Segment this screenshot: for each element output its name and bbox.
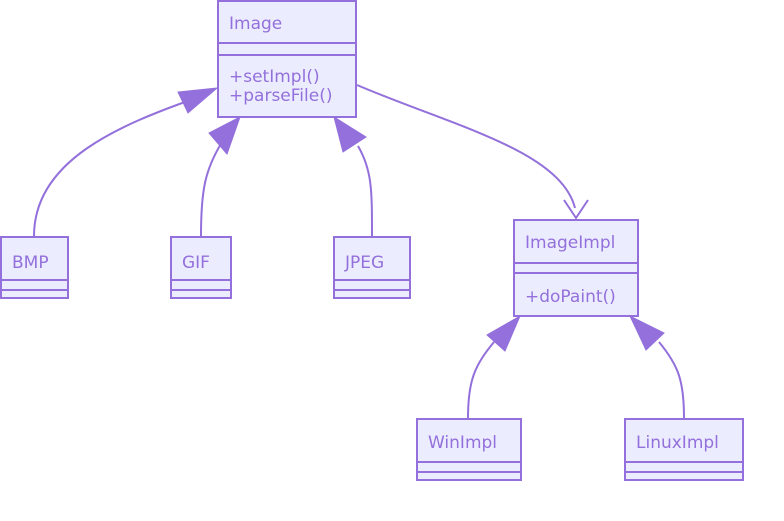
divider [2, 279, 67, 281]
class-linuximpl[interactable]: LinuxImpl [624, 418, 744, 481]
method: +setImpl() [229, 67, 320, 87]
method: +parseFile() [229, 86, 333, 106]
class-name: BMP [12, 253, 49, 273]
edge-jpeg-image [357, 145, 373, 237]
class-jpeg[interactable]: JPEG [333, 236, 411, 299]
inheritance-arrowhead [628, 314, 665, 351]
divider [515, 262, 637, 264]
inheritance-arrowhead [208, 115, 241, 155]
class-bmp[interactable]: BMP [0, 236, 69, 299]
divider [418, 461, 520, 463]
class-name: JPEG [345, 253, 385, 273]
method: +doPaint() [525, 287, 616, 307]
edge-image-imageimpl [356, 84, 576, 209]
class-name: ImageImpl [525, 233, 616, 253]
class-imageimpl[interactable]: ImageImpl +doPaint() [513, 219, 639, 317]
divider [172, 289, 230, 291]
class-name: WinImpl [428, 433, 498, 453]
divider [626, 471, 742, 473]
divider [172, 279, 230, 281]
inheritance-arrowhead [177, 87, 219, 114]
divider [335, 279, 409, 281]
class-name: Image [229, 14, 283, 34]
class-gif[interactable]: GIF [170, 236, 232, 299]
divider [418, 471, 520, 473]
divider [219, 54, 355, 56]
inheritance-arrowhead [333, 115, 367, 153]
divider [219, 42, 355, 44]
divider [626, 461, 742, 463]
edge-bmp-image [33, 97, 197, 237]
edge-winimpl-imageimpl [467, 341, 495, 419]
divider [2, 289, 67, 291]
class-image[interactable]: Image +setImpl() +parseFile() [217, 0, 357, 118]
class-name: GIF [182, 253, 210, 273]
class-winimpl[interactable]: WinImpl [416, 418, 522, 481]
divider [335, 289, 409, 291]
edge-linuximpl-imageimpl [658, 341, 685, 419]
inheritance-arrowhead [486, 314, 522, 352]
class-name: LinuxImpl [636, 433, 719, 453]
divider [515, 272, 637, 274]
edge-gif-image [200, 141, 223, 237]
association-arrowhead [563, 199, 589, 220]
